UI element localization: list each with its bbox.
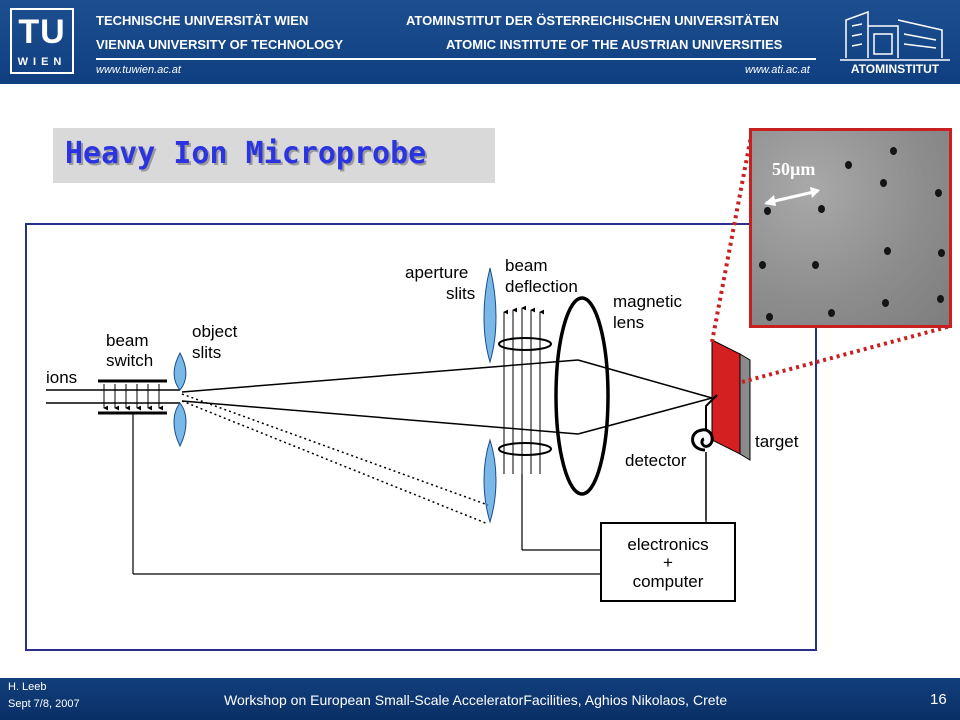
slide-title-box: Heavy Ion Microprobe [53,128,495,183]
microscope-photo-inset: 50µm [749,128,952,328]
ati-url: www.ati.ac.at [745,64,810,76]
label-beam-switch-1: beam [106,331,149,350]
ion-hit-dot [766,313,773,321]
ion-hit-dot [882,299,889,307]
header-divider [96,58,816,60]
ion-hit-dot [884,247,891,255]
diagram-frame [25,223,817,651]
footer-author: H. Leeb [8,681,47,693]
tu-logo-text: TU [18,13,66,51]
label-beam-switch-2: switch [106,351,153,370]
label-object-slits-2: slits [192,343,221,362]
detector-arrow [705,394,718,430]
object-slits [173,351,187,448]
tu-name-english: VIENNA UNIVERSITY OF TECHNOLOGY [96,37,344,52]
atominstitut-building-icon [840,10,950,61]
label-target: target [755,432,799,451]
beam-deflection-plates [503,305,545,474]
target [711,339,751,461]
ion-hit-dot [759,261,766,269]
label-aperture-slits-1: aperture [405,263,468,282]
header-banner: TU WIEN TECHNISCHE UNIVERSITÄT WIEN VIEN… [0,0,960,84]
label-magnetic-lens-1: magnetic [613,292,682,311]
detector-icon [691,428,714,520]
tu-name-german: TECHNISCHE UNIVERSITÄT WIEN [96,13,309,28]
ion-hit-dot [764,207,771,215]
beam-switch [98,379,167,415]
ion-hit-dot [938,249,945,257]
ion-hit-dot [880,179,887,187]
deflection-coils [498,337,552,456]
magnetic-lens [554,296,610,496]
wiring [132,413,707,575]
slide-title: Heavy Ion Microprobe [65,136,427,171]
tu-logo-subtext: WIEN [17,56,67,68]
ati-name-german: ATOMINSTITUT DER ÖSTERREICHISCHEN UNIVER… [406,13,779,28]
footer-bar: H. Leeb Sept 7/8, 2007 Workshop on Europ… [0,678,960,720]
ion-beam-input [46,389,180,404]
label-plus: + [663,553,673,572]
footer-event-title: Workshop on European Small-Scale Acceler… [224,692,728,708]
label-object-slits-1: object [192,322,238,341]
electronics-computer-box [600,522,736,602]
label-magnetic-lens-2: lens [613,313,644,332]
ati-logo-text: ATOMINSTITUT [850,62,940,76]
page-number: 16 [930,691,947,708]
ion-hit-dot [818,205,825,213]
label-detector: detector [625,451,687,470]
beam-envelope [181,359,713,435]
tu-wien-logo: TU WIEN [10,8,74,74]
ion-hit-dot [937,295,944,303]
footer-date: Sept 7/8, 2007 [8,698,80,710]
aperture-slits [483,267,497,524]
ion-hit-dot [890,147,897,155]
label-aperture-slits-2: slits [446,284,475,303]
deflected-beam [181,393,489,525]
ion-hit-dot [828,309,835,317]
ion-hit-dot [845,161,852,169]
label-electronics: electronics [627,535,708,554]
zoom-lines [710,130,952,384]
tu-url: www.tuwien.ac.at [96,64,181,76]
label-beam-deflection-1: beam [505,256,548,275]
label-computer: computer [633,572,704,591]
ion-hit-dot [935,189,942,197]
scale-bar-label: 50µm [772,159,816,179]
ati-name-english: ATOMIC INSTITUTE OF THE AUSTRIAN UNIVERS… [446,37,783,52]
scale-bar-arrow [764,187,820,206]
label-beam-deflection-2: deflection [505,277,578,296]
ion-hit-dot [812,261,819,269]
label-ions: ions [46,368,77,387]
